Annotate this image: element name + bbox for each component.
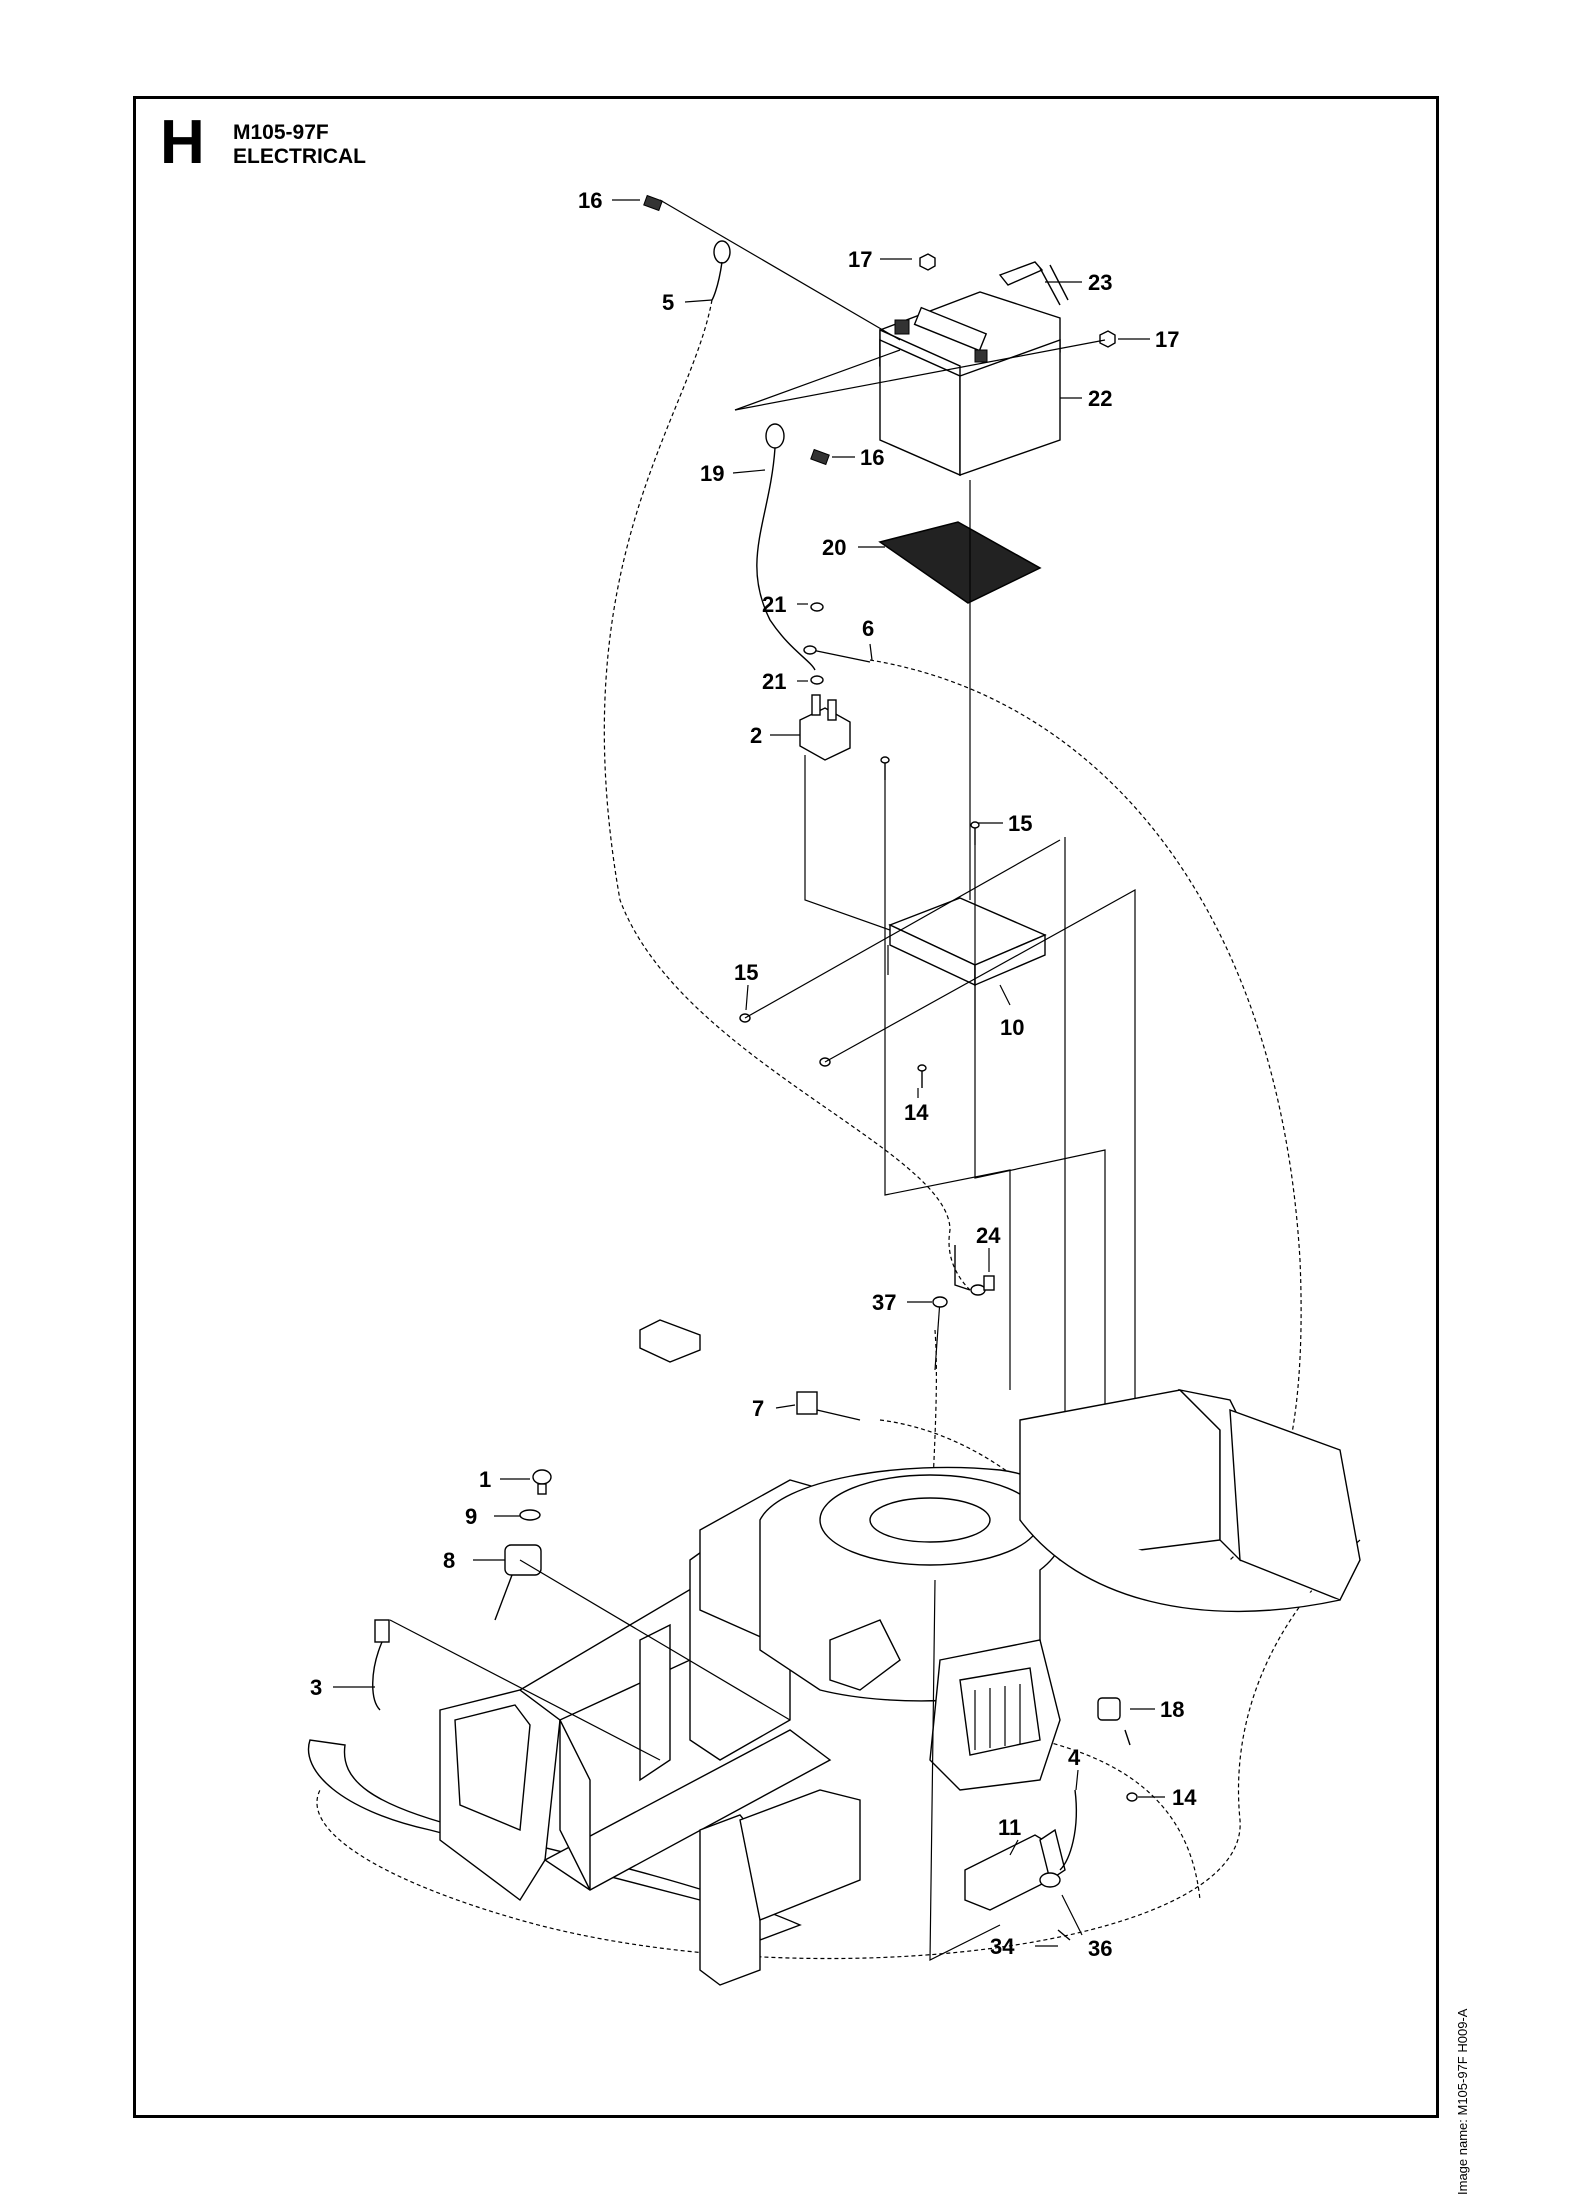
assembly-line — [929, 1579, 1001, 1961]
callout-36: 36 — [1088, 1936, 1112, 1961]
callout-2: 2 — [750, 723, 762, 748]
callout-14: 14 — [904, 1100, 929, 1125]
assembly-line — [934, 1299, 941, 1371]
ignition-key — [532, 1469, 552, 1495]
cable-route-battery-positive — [603, 299, 971, 1291]
washer — [810, 675, 824, 685]
bolt — [643, 194, 663, 212]
assembly-line — [804, 755, 891, 931]
callout-23: 23 — [1088, 270, 1112, 295]
callout-15: 15 — [734, 960, 758, 985]
callout-16: 16 — [860, 445, 884, 470]
callout-7: 7 — [752, 1396, 764, 1421]
callout-21: 21 — [762, 592, 786, 617]
nut — [919, 253, 936, 271]
battery-cable-negative — [756, 423, 816, 671]
callout-8: 8 — [443, 1548, 455, 1573]
assembly-line — [734, 349, 901, 411]
callout-19: 19 — [700, 461, 724, 486]
assembly-line — [824, 888, 1136, 1560]
mower-chassis — [307, 1319, 1361, 1986]
washer — [810, 602, 824, 612]
spring — [1057, 1929, 1071, 1941]
callout-11: 11 — [998, 1815, 1021, 1840]
callout-leaders — [333, 199, 1165, 1947]
callout-37: 37 — [872, 1290, 896, 1315]
nut — [1099, 330, 1116, 348]
callout-1: 1 — [479, 1467, 491, 1492]
battery-tray — [887, 897, 1047, 1030]
diagram-frame — [133, 96, 1439, 2118]
wire-harness — [372, 1619, 390, 1711]
assembly-line — [744, 839, 1061, 1019]
assembly-line — [734, 339, 1106, 411]
callout-34: 34 — [990, 1934, 1015, 1959]
lock-nut — [932, 1296, 948, 1308]
starter-cable — [803, 645, 871, 663]
pto-bracket — [964, 1828, 1066, 1911]
assembly-line — [974, 845, 1106, 1555]
battery-mat — [878, 521, 1042, 604]
callout-4: 4 — [1068, 1745, 1081, 1770]
reverse-switch — [1097, 1697, 1131, 1746]
bolt — [810, 448, 830, 466]
ignition-switch — [494, 1544, 542, 1621]
callout-18: 18 — [1160, 1697, 1184, 1722]
assembly-line — [389, 1619, 661, 1761]
callout-10: 10 — [1000, 1015, 1024, 1040]
starter-solenoid — [799, 694, 851, 761]
callout-3: 3 — [310, 1675, 322, 1700]
battery-cable-positive — [711, 240, 731, 301]
callout-17: 17 — [848, 247, 872, 272]
battery-hold-down — [998, 261, 1069, 306]
section-title: ELECTRICAL — [233, 145, 366, 168]
assembly-line — [884, 780, 1011, 1390]
cable-route-ground — [316, 1539, 1361, 1960]
pto-switch — [1039, 1789, 1078, 1888]
callout-15: 15 — [1008, 811, 1032, 836]
screw — [917, 1064, 927, 1088]
seat-switch — [796, 1391, 861, 1421]
assembly-line — [519, 1559, 791, 1721]
assembly-line — [659, 199, 901, 341]
battery — [879, 291, 1061, 477]
callout-6: 6 — [862, 616, 874, 641]
ignition-nut — [519, 1509, 541, 1521]
callout-16: 16 — [578, 188, 602, 213]
model-number: M105-97F — [233, 121, 329, 144]
callout-20: 20 — [822, 535, 846, 560]
callout-5: 5 — [662, 290, 674, 315]
callout-9: 9 — [465, 1504, 477, 1529]
screw — [880, 756, 890, 780]
section-letter: H — [160, 108, 205, 177]
cable-route-starter — [869, 659, 1302, 1561]
cable-route-pto — [1039, 1739, 1201, 1901]
ground-bolt — [983, 1275, 995, 1291]
callout-17: 17 — [1155, 327, 1179, 352]
ground-cable — [954, 1245, 986, 1296]
callout-22: 22 — [1088, 386, 1112, 411]
screw — [970, 821, 980, 845]
callout-24: 24 — [976, 1223, 1001, 1248]
callout-21: 21 — [762, 669, 786, 694]
callout-14: 14 — [1172, 1785, 1197, 1810]
screw — [1126, 1792, 1138, 1802]
